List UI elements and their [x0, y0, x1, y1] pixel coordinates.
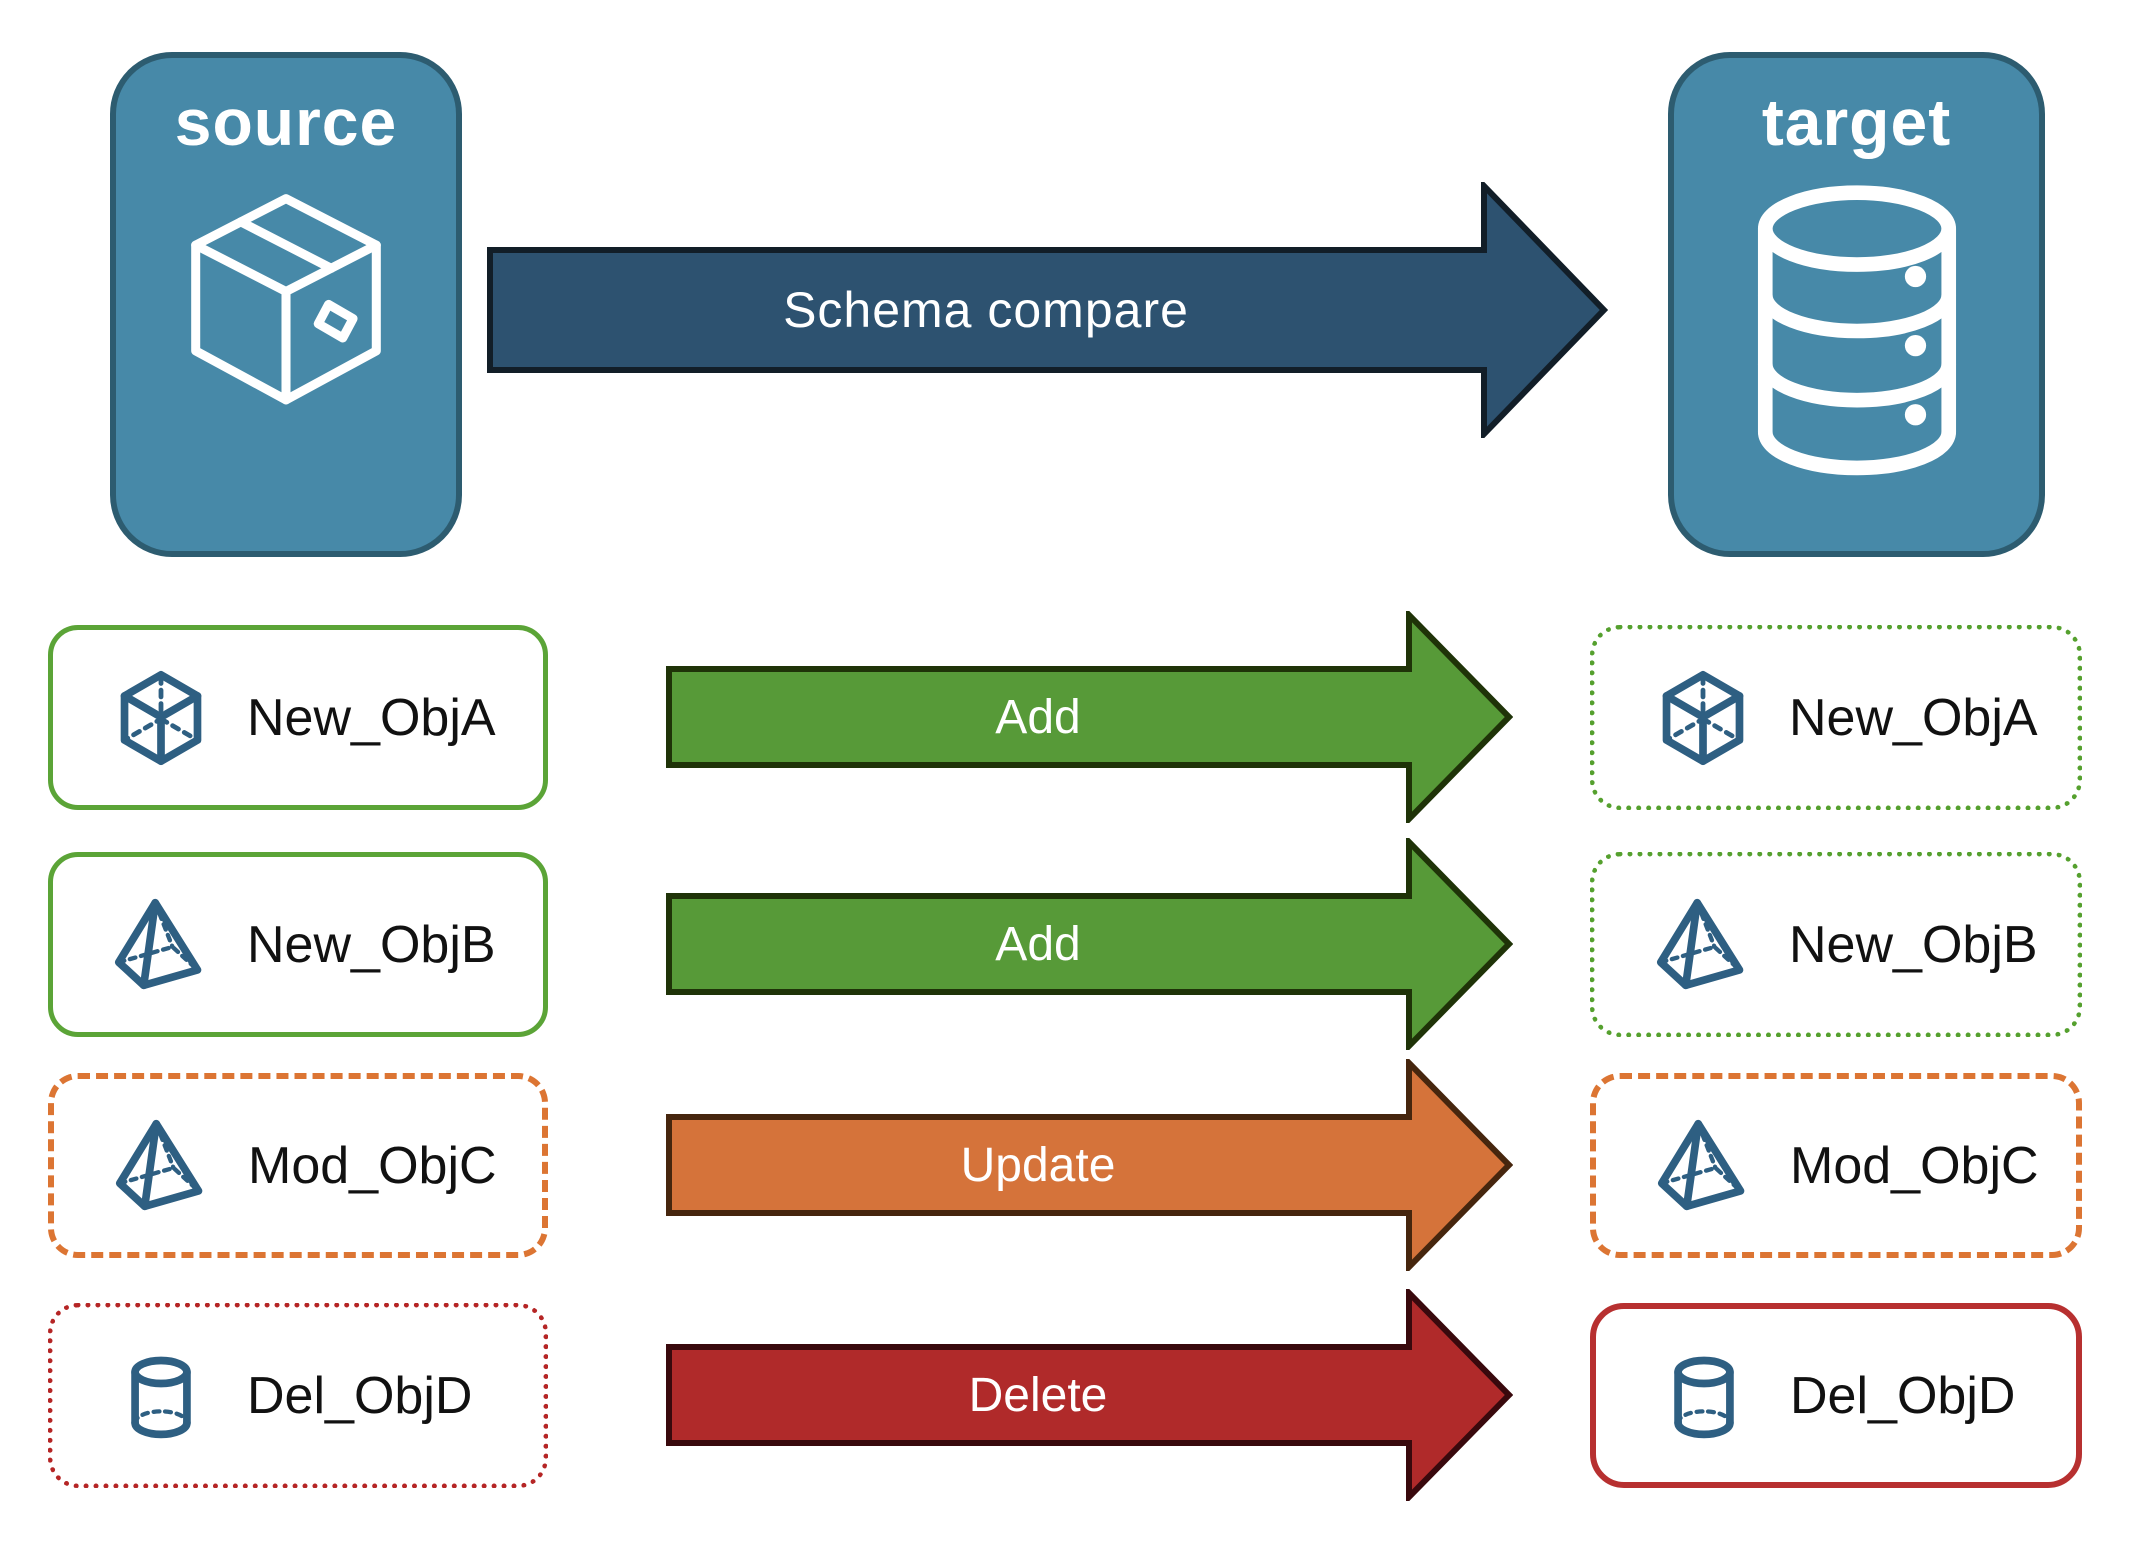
pyramid-icon	[1655, 897, 1751, 993]
arrow-action-label: Add	[995, 917, 1081, 971]
source-object-box: New_ObjB	[48, 852, 548, 1037]
object-label: Mod_ObjC	[1790, 1136, 2039, 1195]
object-label: New_ObjA	[247, 688, 496, 747]
source-panel-title: source	[174, 85, 398, 159]
source-object-box: Del_ObjD	[48, 1303, 548, 1488]
database-icon	[1744, 178, 1970, 484]
schema-compare-label: Schema compare	[783, 282, 1189, 338]
object-label: Mod_ObjC	[248, 1136, 497, 1195]
source-panel: source	[110, 52, 462, 557]
package-box-icon	[157, 178, 415, 436]
pyramid-icon	[114, 1118, 210, 1214]
target-object-box: New_ObjB	[1590, 852, 2082, 1037]
arrow-action-label: Delete	[968, 1368, 1108, 1422]
object-label: Del_ObjD	[247, 1366, 473, 1425]
delete-arrow	[666, 1289, 1513, 1501]
cube-icon	[1655, 670, 1751, 766]
target-panel-title: target	[1761, 85, 1952, 159]
add-arrow	[666, 838, 1513, 1050]
cube-icon	[113, 670, 209, 766]
add-arrow	[666, 611, 1513, 823]
object-label: New_ObjB	[1789, 915, 2038, 974]
arrow-action-label: Add	[995, 690, 1081, 744]
cylinder-icon	[1656, 1348, 1752, 1444]
target-object-box: Mod_ObjC	[1590, 1073, 2082, 1258]
target-object-box: New_ObjA	[1590, 625, 2082, 810]
arrow-action-label: Update	[960, 1138, 1116, 1192]
pyramid-icon	[1656, 1118, 1752, 1214]
cylinder-icon	[113, 1348, 209, 1444]
target-object-box: Del_ObjD	[1590, 1303, 2082, 1488]
object-label: New_ObjB	[247, 915, 496, 974]
source-object-box: New_ObjA	[48, 625, 548, 810]
update-arrow	[666, 1059, 1513, 1271]
target-panel: target	[1668, 52, 2045, 557]
object-label: New_ObjA	[1789, 688, 2038, 747]
object-label: Del_ObjD	[1790, 1366, 2016, 1425]
schema-compare-arrow	[487, 182, 1608, 438]
pyramid-icon	[113, 897, 209, 993]
source-object-box: Mod_ObjC	[48, 1073, 548, 1258]
